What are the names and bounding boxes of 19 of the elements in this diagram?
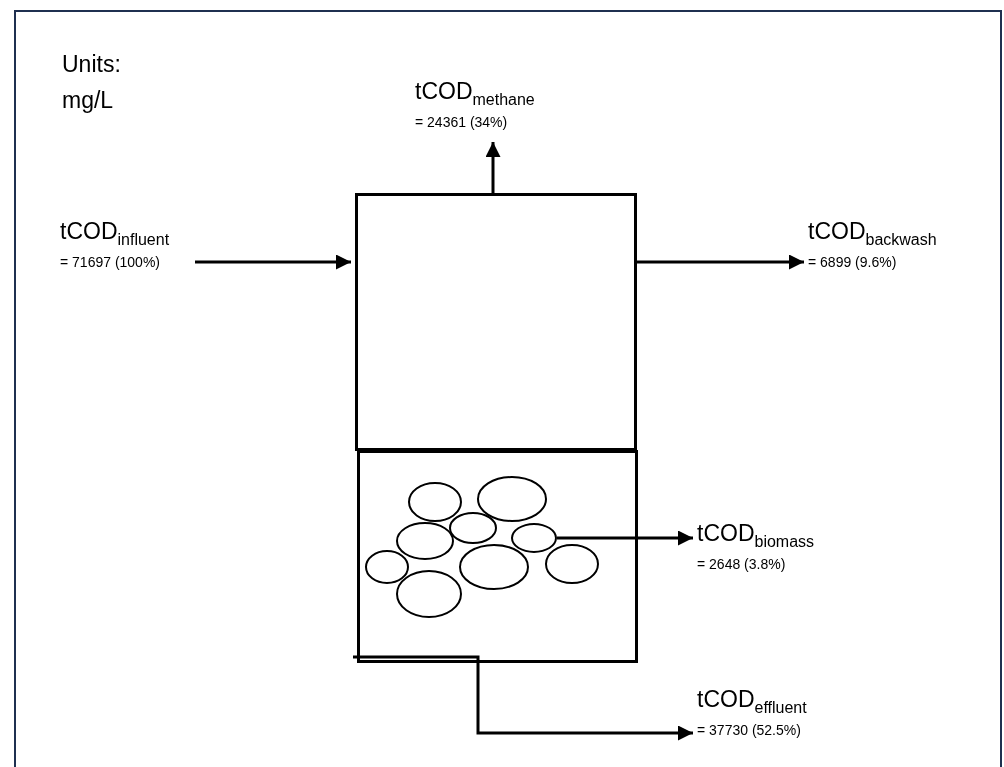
flow-value: = 2648 (3.8%) bbox=[697, 555, 787, 574]
flow-value: = 24361 (34%) bbox=[415, 113, 509, 132]
flow-name: tCOD$_{influent}$ bbox=[60, 217, 171, 246]
flow-name: tCOD$_{effluent}$ bbox=[697, 685, 808, 714]
flow-value: = 37730 (52.5%) bbox=[697, 721, 802, 740]
flow-arrow bbox=[353, 655, 693, 741]
flow-arrow bbox=[195, 254, 351, 270]
flow-arrow bbox=[557, 530, 693, 546]
flow-arrow bbox=[485, 142, 501, 193]
particle-circle bbox=[511, 523, 557, 553]
reactor-compartment bbox=[357, 450, 638, 663]
units-note: Units: mg/L bbox=[62, 50, 122, 115]
flow-value: = 71697 (100%) bbox=[60, 253, 162, 272]
flow-arrow bbox=[637, 254, 804, 270]
flow-name: tCOD$_{methane}$ bbox=[415, 77, 536, 106]
flow-value: = 6899 (9.6%) bbox=[808, 253, 898, 272]
reactor-compartment bbox=[355, 193, 637, 451]
flow-name: tCOD$_{backwash}$ bbox=[808, 217, 938, 246]
flow-name: tCOD$_{biomass}$ bbox=[697, 519, 816, 548]
